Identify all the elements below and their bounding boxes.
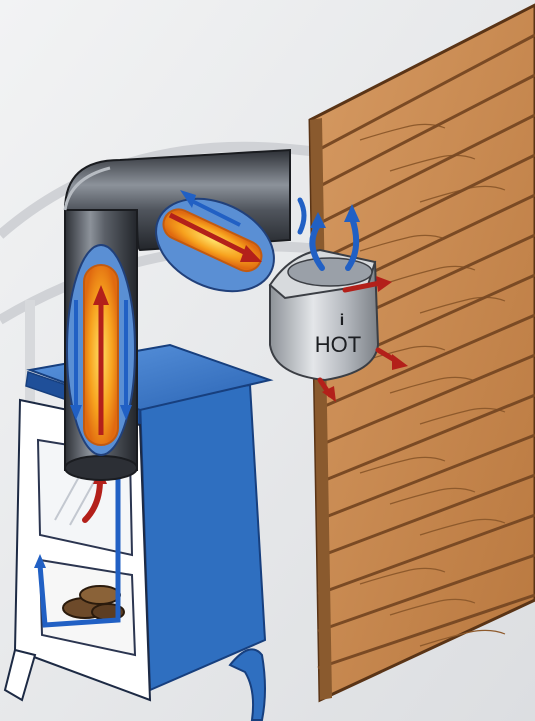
cool-air-arrow (189, 198, 241, 227)
siding-board-edge (317, 513, 535, 596)
cap-label-letter: i (340, 312, 344, 329)
siding-board-edge (317, 353, 535, 448)
wood-grain (359, 567, 446, 585)
siding-board-edge (317, 473, 535, 559)
wood-grain (359, 234, 446, 252)
hot-air-arrow (82, 477, 103, 523)
siding-board-edge (317, 313, 535, 411)
hot-air-arrow (342, 280, 383, 293)
siding-board-edge (317, 593, 535, 670)
wood-grain (419, 629, 506, 647)
siding-board-edge (317, 73, 535, 189)
wood-grain (419, 518, 506, 536)
wood-grain (389, 487, 476, 505)
elbow-highlight (63, 166, 111, 211)
vertical-pipe-cutaway (66, 244, 136, 456)
wood-grain (359, 456, 446, 474)
cool-air-arrow (345, 215, 360, 271)
stove-leg (228, 648, 266, 721)
hot-air-arrow (168, 212, 252, 258)
siding-board-edge (317, 33, 535, 152)
horizontal-pipe-cutaway (155, 190, 275, 293)
siding-board-edge (317, 553, 535, 633)
cool-air-arrow (309, 222, 325, 271)
exhaust-airflow (297, 197, 408, 402)
wood-grain (389, 376, 476, 394)
glass-reflection (54, 474, 81, 521)
cool-air-arrow-head (34, 554, 46, 568)
siding-board-edge (317, 113, 535, 226)
siding-board-edge (317, 393, 535, 485)
cool-air-arrow (37, 467, 121, 628)
wood-grain (389, 598, 476, 616)
wood-grain (419, 296, 506, 314)
wood-grain (389, 154, 476, 172)
siding-board-edge (317, 433, 535, 522)
cap-label-word: HOT (315, 332, 361, 357)
